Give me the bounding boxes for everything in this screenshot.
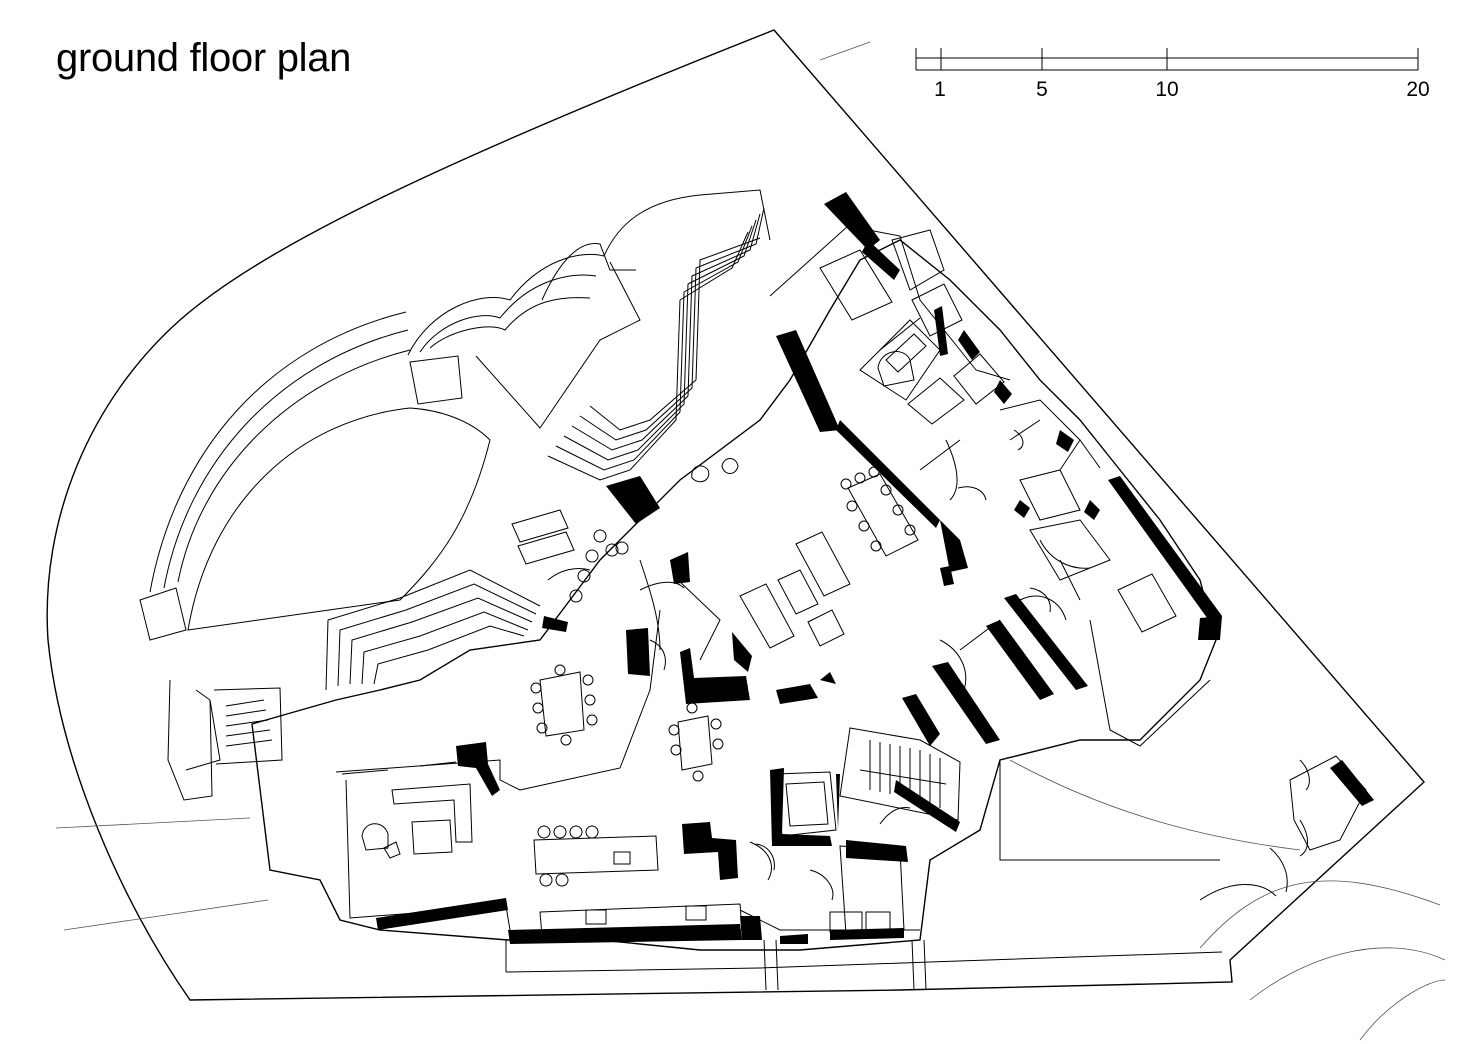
page-title: ground floor plan [56,36,352,80]
contour-lines [55,41,1446,1041]
furniture [361,249,1177,937]
bedroom-wing [769,225,1111,691]
stair-core [839,727,961,825]
scale-tick-label-20: 20 [1406,78,1430,101]
doors [341,486,1310,901]
scale-tick-label-10: 10 [1155,78,1179,101]
site-boundary [46,29,1425,1001]
scale-bar [915,48,1419,71]
scale-tick-label-5: 5 [1036,78,1048,101]
garden-terraces [139,189,771,801]
structural-walls [376,192,1374,944]
stepped-terraces [225,207,765,747]
scale-tick-label-1: 1 [934,78,946,101]
